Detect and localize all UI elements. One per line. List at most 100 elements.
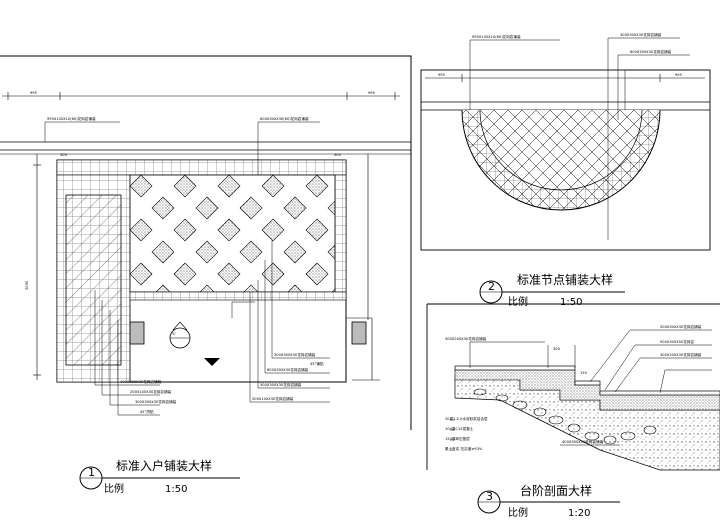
note-11: 45°铺贴: [310, 361, 324, 366]
grid-line: [352, 110, 452, 210]
drawing-3-scale-value: 1:20: [568, 508, 590, 519]
paving-diamond-tile: [239, 240, 263, 264]
drawing-3-section: 300 150 500X300X30花岗岩铺装 500X300X50花岗岩 30…: [426, 303, 720, 519]
paving-diamond-tile: [217, 175, 241, 198]
note-8: 200X100X30花岗岩铺装: [130, 389, 172, 394]
dim-300-left: 300: [60, 153, 68, 157]
dim-3090: 3090: [25, 280, 29, 290]
paving-diamond-tile: [261, 218, 285, 242]
paving-diamond-tile: [305, 218, 329, 242]
paving-diamond-tile: [173, 262, 197, 286]
drawing-3-number: 3: [486, 490, 493, 503]
drawing-1-scale-value: 1:50: [165, 484, 187, 495]
paving-diamond-tile: [195, 240, 219, 264]
grid-line: [589, 110, 660, 210]
drawing-3-scale-label: 比例: [508, 506, 528, 519]
d2-note-3: 600X300X30花岗岩铺装: [630, 49, 672, 54]
drawing-1-number: 1: [88, 466, 95, 479]
d3-dim-300: 300: [553, 347, 561, 351]
drawing-2-number: 2: [488, 280, 495, 293]
d3-note-6: 100厚C15混凝土: [445, 426, 474, 431]
d3-note-7: 150厚碎石垫层: [445, 436, 470, 441]
wall-band: [0, 141, 411, 155]
note-9: 300X300X30花岗岩铺装: [135, 399, 177, 404]
grid-line: [354, 110, 454, 210]
grid-line: [505, 110, 607, 210]
grid-line: [462, 110, 495, 210]
paving-border-right: [334, 174, 347, 293]
drawing-2-title: 标准节点铺装大样: [517, 272, 613, 287]
drawing-3-leaders: [450, 329, 712, 451]
paving-diamond-tile: [173, 175, 197, 198]
grid-line: [462, 110, 537, 210]
note-2: 600X300X30(60)花岗岩铺装: [260, 116, 309, 121]
d2-dim-left: 995: [438, 73, 445, 77]
drawing-1-scale-label: 比例: [104, 482, 124, 495]
grid-line: [493, 110, 595, 210]
gravel-stones: [473, 388, 657, 445]
paving-diamond-tile: [151, 196, 175, 220]
entry-path-diagonal-paving: [65, 194, 122, 366]
paving-diamond-tile: [350, 263, 372, 285]
paving-diamond-tile: [283, 240, 307, 264]
paving-diamond-tile: [261, 175, 285, 198]
paving-diamond-tile: [331, 288, 335, 292]
grid-line: [519, 110, 621, 210]
paving-diamond-tile: [217, 218, 241, 242]
drawing-1-notes: 995X100X10(60)花岗岩铺装 600X300X30(60)花岗岩铺装 …: [47, 116, 324, 414]
grid-line: [577, 110, 660, 210]
drawing-3-title: 台阶剖面大样: [520, 483, 592, 498]
d3-note-9: 400X300X50花岗岩铺装: [562, 439, 604, 444]
drawing-1-title-block: 1 标准入户铺装大样 比例 1:50: [79, 458, 240, 495]
note-5: 300X300X30花岗岩铺装: [260, 382, 302, 387]
svg-text:Y/: Y/: [172, 332, 176, 336]
dim-300-right: 300: [334, 153, 342, 157]
grid-line: [533, 110, 635, 210]
grid-line: [338, 110, 438, 210]
grid-line: [465, 110, 567, 210]
grid-line: [462, 110, 467, 210]
paving-border-top: [56, 159, 347, 176]
paving-diamond-tile: [173, 218, 197, 242]
grid-line: [479, 110, 581, 210]
grid-line: [591, 110, 660, 210]
grid-line: [690, 110, 720, 210]
drawing-2-leaders: [469, 37, 690, 240]
d3-note-2: 500X300X50花岗岩: [660, 339, 694, 344]
grid-line: [340, 110, 440, 210]
paving-diamond-tile: [130, 218, 153, 242]
note-7: 400X300X30花岗岩铺装: [120, 379, 162, 384]
paving-diamond-tile: [130, 175, 153, 198]
note-3: 300X300X30花岗岩铺装: [274, 352, 316, 357]
drawing-1-top-dimension: 995 995: [2, 91, 400, 100]
d2-note-1: 995X100X10(60)花岗岩铺装: [472, 34, 521, 39]
paving-diamond-tile: [130, 262, 153, 286]
section-marker-symbol: Y/: [169, 321, 191, 349]
paving-diamond-tile: [350, 219, 372, 241]
dim-995-left: 995: [30, 91, 37, 95]
paving-diamond-tile: [305, 175, 329, 198]
paving-diamond-tile: [350, 175, 372, 197]
paving-diamond-tile: [151, 240, 175, 264]
d2-note-2: 300X300X30花岗岩铺装: [620, 32, 662, 37]
grid-line: [521, 110, 623, 210]
d3-note-4: 300X200X30花岗岩铺装: [445, 336, 487, 341]
paving-diamond-tile: [155, 284, 171, 292]
grid-line: [633, 110, 660, 210]
d3-dim-150: 150: [580, 371, 588, 375]
drawing-3-title-block: 3 台阶剖面大样 比例 1:20: [477, 483, 620, 519]
grid-line: [561, 110, 660, 210]
grid-line: [547, 110, 649, 210]
grid-line: [662, 110, 720, 210]
drawing-1-leaders: [44, 121, 330, 416]
drawing-2-scale-value: 1:50: [560, 297, 582, 308]
paving-diamond-tile: [243, 284, 259, 292]
paving-diamond-tile: [327, 244, 335, 260]
paving-diamond-tile: [239, 196, 263, 220]
paving-border-bottom: [129, 291, 347, 301]
drawing-2-title-block: 2 标准节点铺装大样 比例 1:50: [479, 272, 625, 308]
grid-line: [462, 110, 539, 210]
paving-diamond-tile: [261, 262, 285, 286]
level-triangle: [204, 358, 220, 366]
